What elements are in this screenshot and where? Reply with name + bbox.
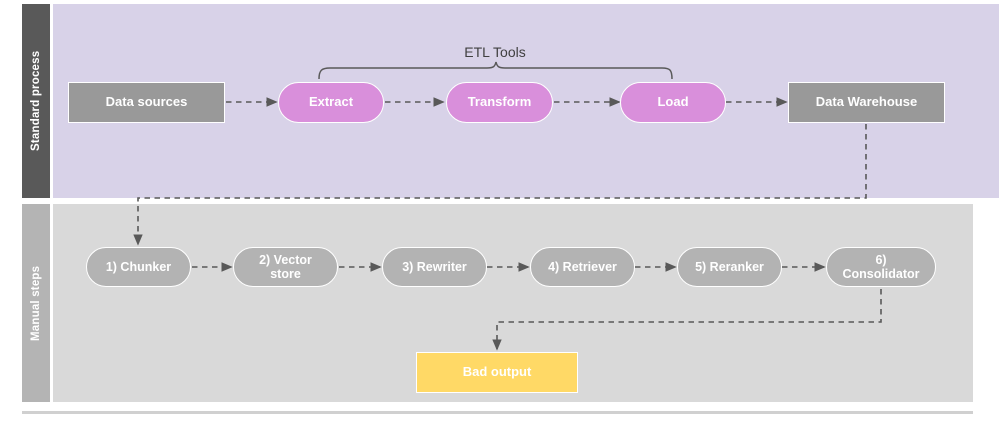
- node-reranker[interactable]: 5) Reranker: [677, 247, 782, 287]
- node-load[interactable]: Load: [620, 82, 726, 123]
- node-transform[interactable]: Transform: [446, 82, 553, 123]
- node-rewriter[interactable]: 3) Rewriter: [382, 247, 487, 287]
- node-vector-store[interactable]: 2) Vector store: [233, 247, 338, 287]
- etl-tools-label: ETL Tools: [464, 44, 526, 60]
- node-retriever[interactable]: 4) Retriever: [530, 247, 635, 287]
- node-data-warehouse[interactable]: Data Warehouse: [788, 82, 945, 123]
- node-chunker[interactable]: 1) Chunker: [86, 247, 191, 287]
- node-consolidator[interactable]: 6) Consolidator: [826, 247, 936, 287]
- lane-label-standard-process: Standard process: [22, 4, 50, 198]
- bottom-divider: [22, 411, 973, 414]
- node-data-sources[interactable]: Data sources: [68, 82, 225, 123]
- node-bad-output[interactable]: Bad output: [416, 352, 578, 393]
- lane-label-manual-steps: Manual steps: [22, 204, 50, 402]
- node-extract[interactable]: Extract: [278, 82, 384, 123]
